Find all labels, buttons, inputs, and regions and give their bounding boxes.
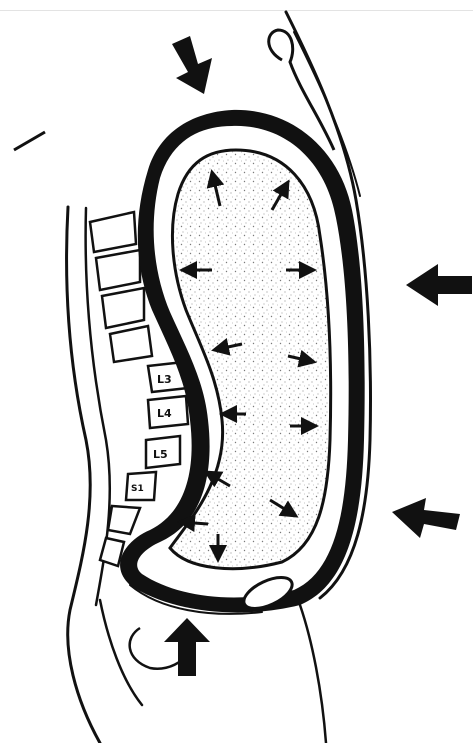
vertebra-label-s1: S1: [131, 484, 144, 494]
arrow-icon: [392, 498, 460, 538]
vertebra-label-l5: L5: [153, 448, 168, 461]
vertebra-label-l3: L3: [157, 373, 172, 386]
arrow-icon: [172, 36, 212, 94]
abdominal-cavity: [120, 110, 365, 613]
stray-mark: [14, 132, 45, 150]
arrow-icon: [180, 522, 208, 524]
arrow-icon: [406, 264, 472, 306]
vertebra-label-l4: L4: [157, 407, 172, 420]
